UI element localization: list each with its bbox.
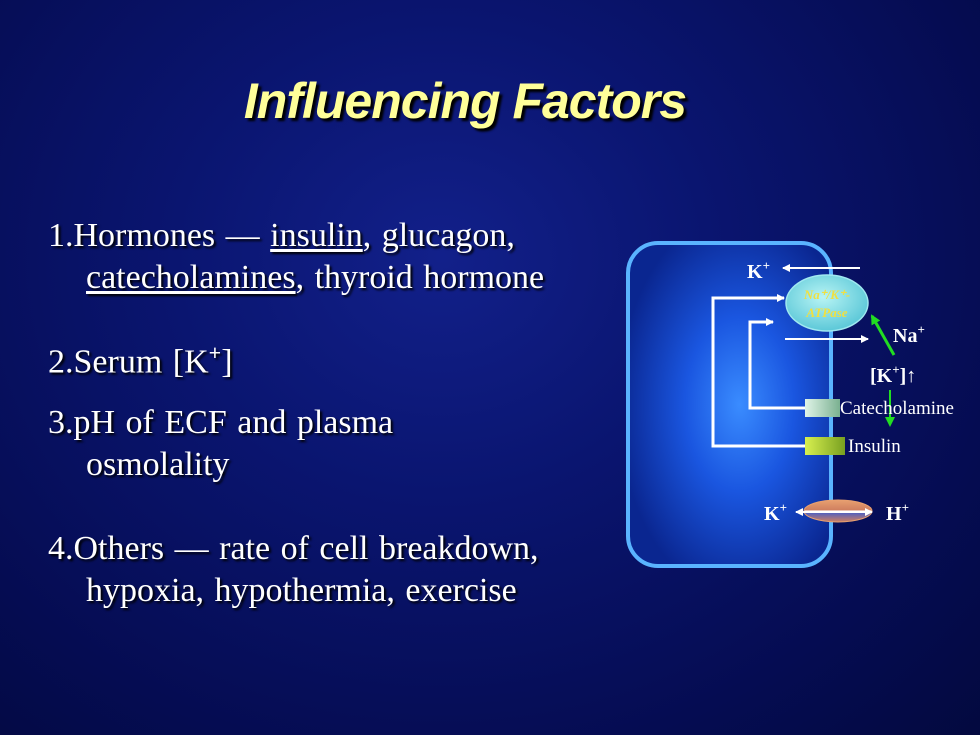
h-exchange-label: H+ (886, 500, 909, 525)
factor-item-others: 4.Others — rate of cell breakdown, hypox… (48, 528, 539, 612)
item-lead: Hormones — (73, 217, 271, 254)
insulin-pathway (711, 294, 805, 448)
k-concentration-label: [K+]↑ (870, 362, 916, 387)
item-text: , thyroid hormone (295, 259, 545, 296)
superscript-plus: + (208, 340, 222, 365)
factor-item-hormones: 1.Hormones — insulin, glucagon, catechol… (48, 215, 544, 299)
item-text: pH of ECF and plasma (73, 404, 394, 441)
item-text: Others — rate of cell breakdown, (73, 530, 539, 567)
slide-title: Influencing Factors (243, 73, 687, 129)
na-label: Na+ (893, 322, 925, 347)
catecholamine-label: Catecholamine (840, 398, 954, 419)
item-continuation: hypoxia, hypothermia, exercise (86, 572, 517, 609)
item-text: , glucagon, (362, 217, 515, 254)
factor-item-serum-k: 2.Serum [K+] (48, 332, 233, 383)
catecholamines-term: catecholamines (86, 259, 296, 296)
catecholamine-pathway (748, 318, 805, 410)
item-continuation: osmolality (86, 446, 230, 483)
item-number: 4. (48, 530, 74, 567)
k-exchange-label: K+ (764, 500, 787, 525)
item-continuation: catecholamines, thyroid hormone (48, 257, 544, 299)
catecholamine-receptor (805, 399, 840, 417)
k-concentration-stimulus-arrow (870, 314, 896, 356)
item-text: Serum [K (73, 343, 209, 381)
insulin-label: Insulin (848, 436, 901, 457)
item-number: 1. (48, 217, 74, 254)
insulin-receptor (805, 437, 845, 455)
item-number: 3. (48, 404, 74, 441)
item-number: 2. (48, 343, 74, 381)
pump-label-line2: ATPase (805, 305, 847, 320)
na-k-atpase-pump (785, 274, 869, 332)
factor-item-ph: 3.pH of ECF and plasma osmolality (48, 402, 393, 486)
k-out-label: K+ (747, 258, 770, 283)
item-text: ] (221, 343, 233, 381)
pump-label-line1: Na⁺/K⁺- (803, 287, 850, 302)
insulin-term: insulin (270, 217, 363, 254)
